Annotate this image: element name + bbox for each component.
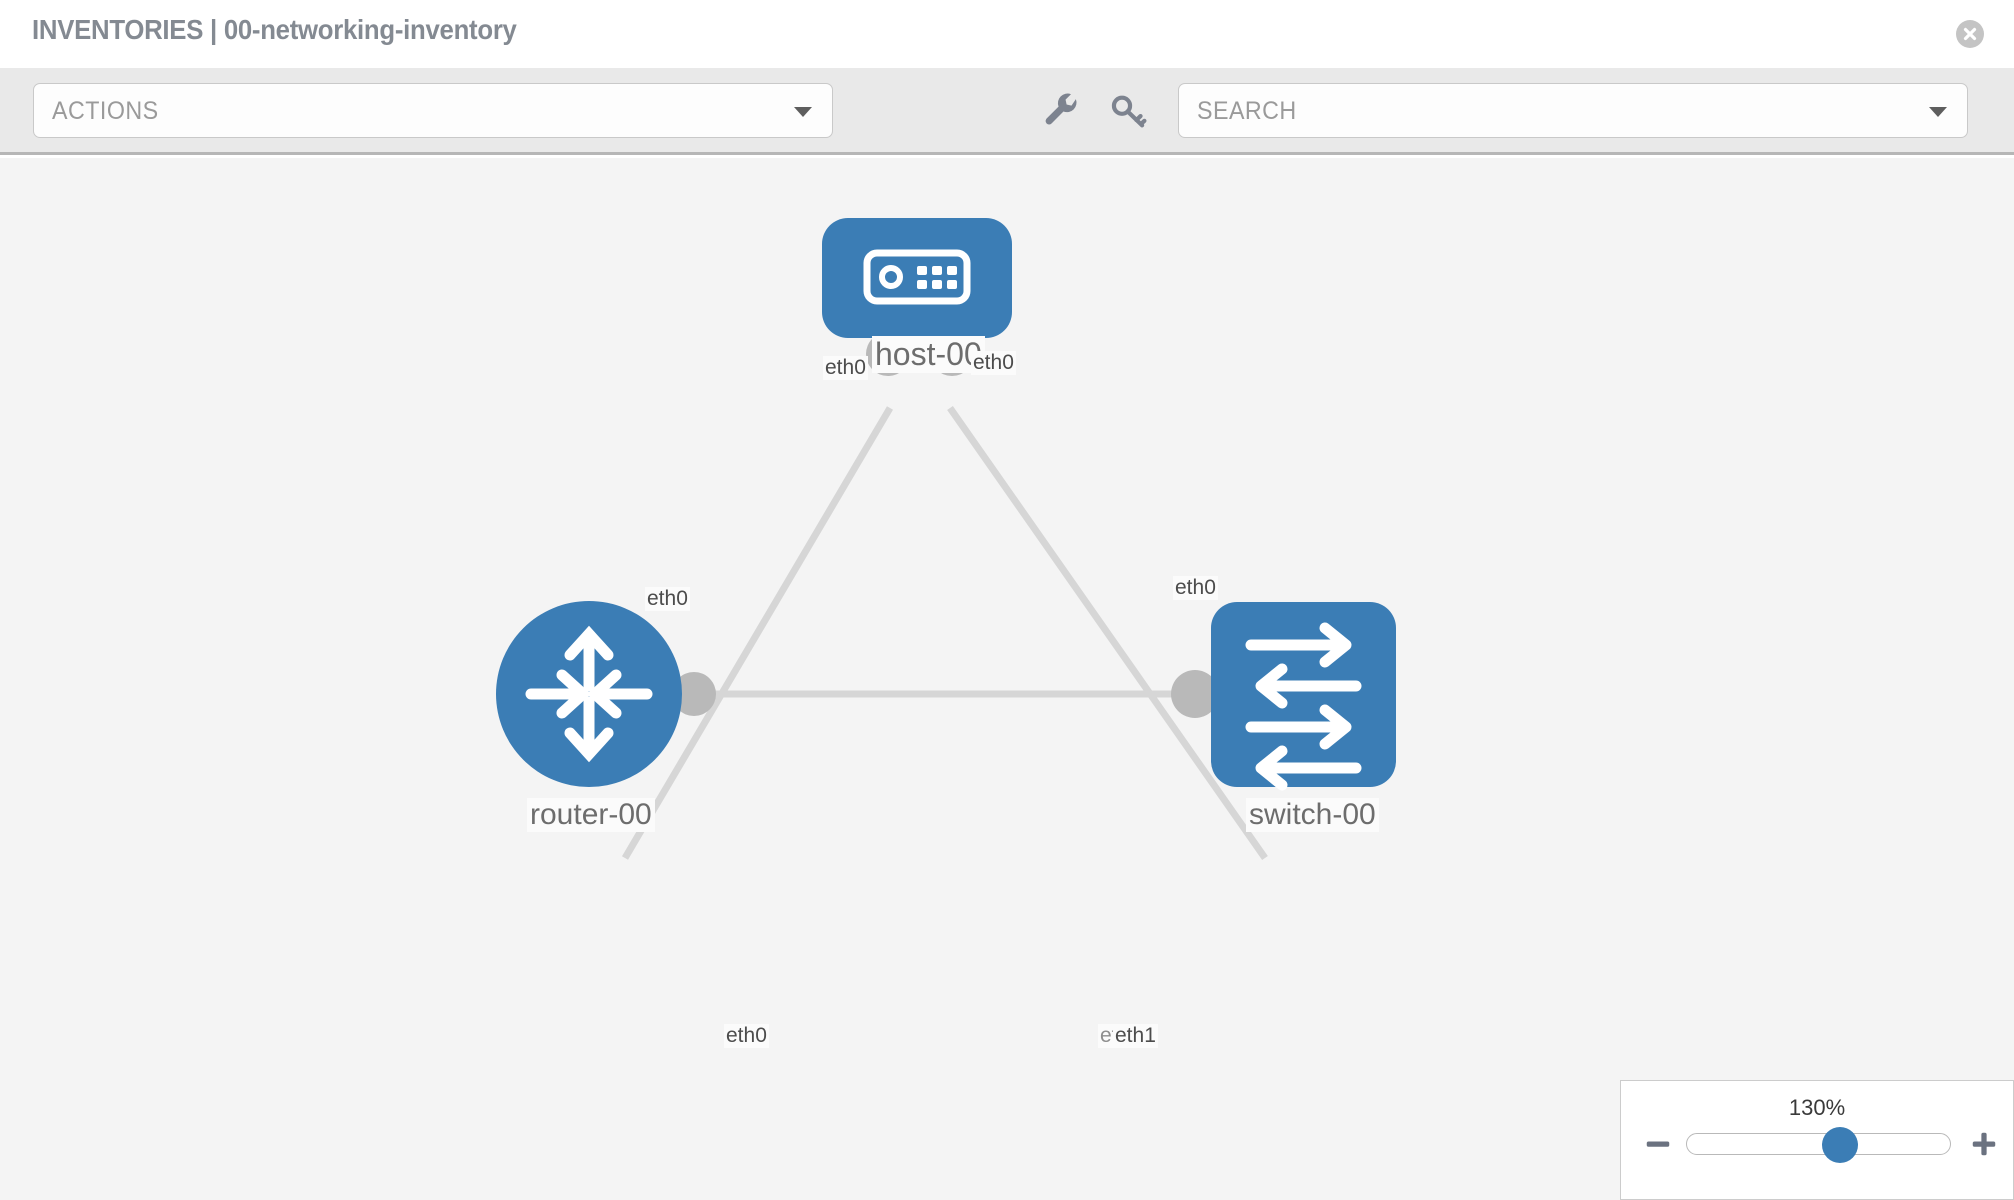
topology-connectors [672,332,1259,718]
chevron-down-icon [1929,106,1947,117]
page-title: INVENTORIES | 00-networking-inventory [32,14,517,45]
page-header: INVENTORIES | 00-networking-inventory [0,0,2014,68]
iface-label-host-left: eth0 [823,356,868,380]
topology-graph [496,218,1396,861]
toolbar: ACTIONS SEARCH [0,68,2014,155]
router-arrows-icon [525,625,653,763]
zoom-slider[interactable] [1686,1127,1951,1163]
key-button[interactable] [1108,90,1150,132]
iface-label-switch-up: eth0 [1173,576,1218,600]
connector-switch-left [1171,670,1219,718]
node-switch-00[interactable] [1211,602,1396,791]
wrench-button[interactable] [1040,90,1082,132]
topology-canvas[interactable]: host-00 eth0 eth0 router-00 eth0 eth0 sw… [0,158,2014,1200]
iface-label-router-right: eth0 [724,1024,769,1048]
node-router-00[interactable] [496,601,682,787]
link-host-switch[interactable] [947,405,1268,861]
close-button[interactable] [1956,20,1984,48]
zoom-level-label: 130% [1788,1095,1846,1120]
connector-router-right [672,672,716,716]
iface-label-host-right: eth0 [971,351,1016,375]
host-node-body [822,218,1012,338]
switch-arrows-icon [1245,622,1362,791]
topology-links [621,405,1268,861]
node-label-host-00: host-00 [872,336,985,373]
search-input[interactable]: SEARCH [1178,83,1968,138]
zoom-slider-thumb[interactable] [1821,1127,1858,1163]
close-icon [1963,27,1977,41]
zoom-in-button[interactable] [1969,1129,1999,1159]
minus-icon [1646,1141,1670,1147]
zoom-out-button[interactable] [1643,1129,1673,1159]
chevron-down-icon [794,106,812,117]
link-host-router[interactable] [621,406,894,860]
wrench-icon [1045,93,1077,125]
zoom-panel: 130% [1620,1080,2014,1200]
search-placeholder-label: SEARCH [1197,97,1297,125]
iface-label-router-up: eth0 [645,587,690,611]
iface-label-switch-left: eth1 [1113,1024,1158,1048]
server-icon [863,249,971,305]
node-host-00[interactable] [822,218,1012,338]
node-label-router-00: router-00 [527,798,655,832]
actions-dropdown[interactable]: ACTIONS [33,83,833,138]
switch-node-body [1211,602,1396,787]
actions-dropdown-label: ACTIONS [52,97,159,125]
node-label-switch-00: switch-00 [1246,798,1379,832]
plus-icon [1972,1132,1996,1156]
key-icon [1111,95,1147,128]
